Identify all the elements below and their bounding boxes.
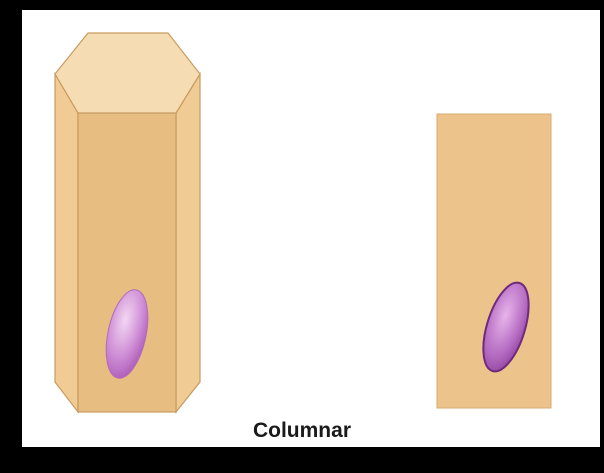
columnar-cell-2d: [437, 114, 551, 408]
figure-caption: Columnar: [0, 419, 604, 443]
columnar-cell-3d: [55, 33, 200, 412]
prism-right-face: [176, 74, 200, 412]
prism-top-face: [55, 33, 200, 113]
prism-left-face: [55, 74, 78, 412]
